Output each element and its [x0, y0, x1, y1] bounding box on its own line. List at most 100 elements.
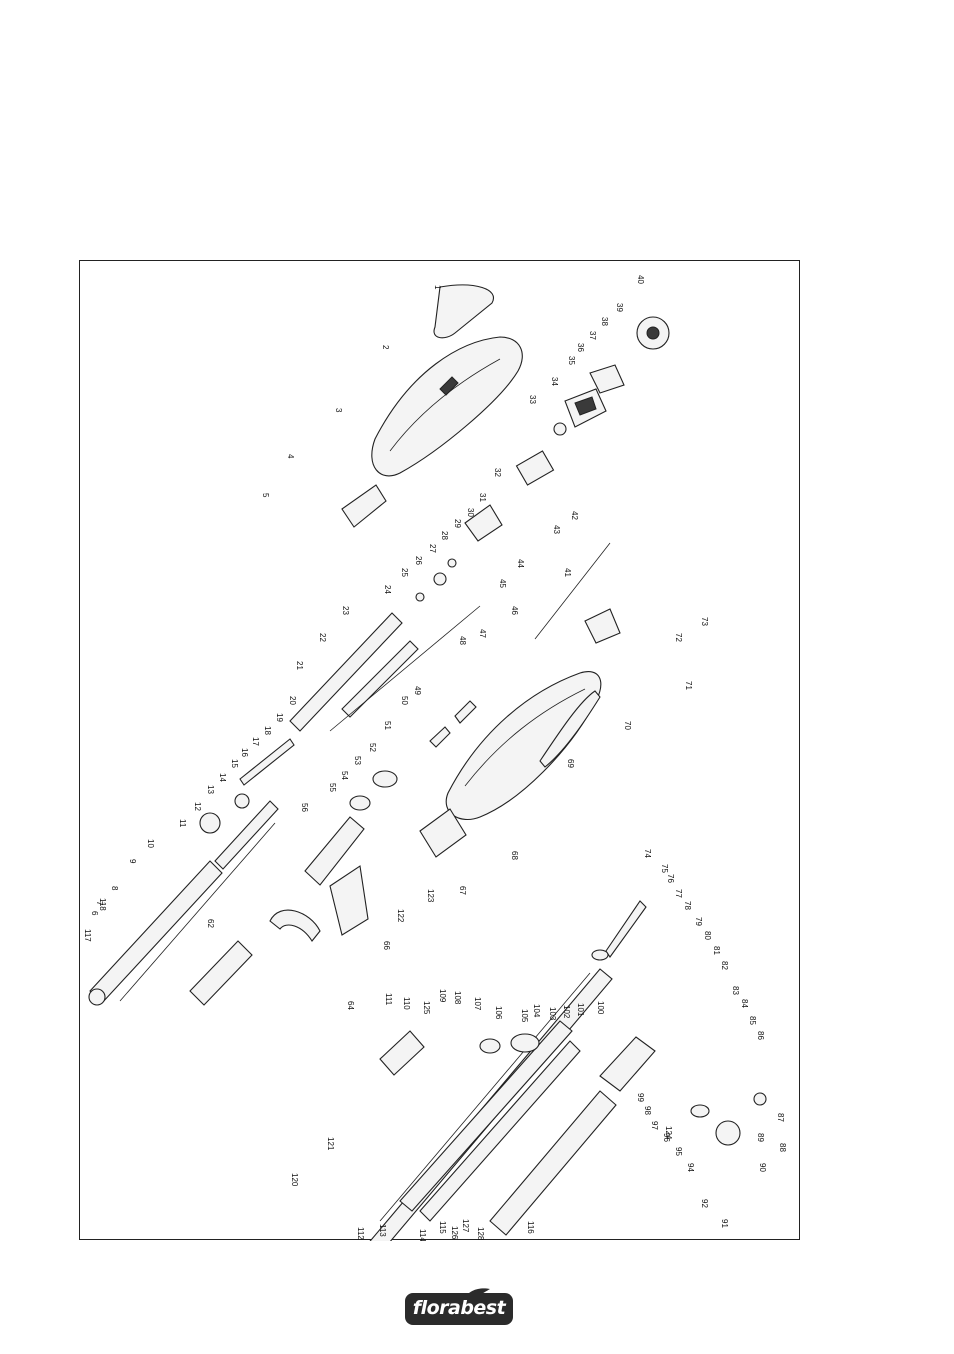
part-label-32: 32: [493, 468, 502, 477]
part-label-5: 5: [261, 493, 270, 498]
belt-clip-part: [329, 865, 369, 936]
part-label-82: 82: [720, 961, 729, 970]
part-label-106: 106: [494, 1006, 503, 1020]
part-label-38: 38: [600, 317, 609, 326]
part-label-85: 85: [748, 1016, 757, 1025]
gear-wheel-part: [636, 316, 670, 350]
part-label-101: 101: [576, 1003, 585, 1017]
part-label-43: 43: [552, 525, 561, 534]
part-label-14: 14: [218, 773, 227, 782]
part-label-81: 81: [712, 946, 721, 955]
part-label-33: 33: [528, 395, 537, 404]
part-label-49: 49: [413, 686, 422, 695]
part-label-6: 6: [90, 911, 99, 916]
part-label-31: 31: [478, 493, 487, 502]
part-label-79: 79: [694, 917, 703, 926]
foam-grip-part: [189, 940, 253, 1006]
part-label-28: 28: [440, 531, 449, 540]
motor-mount-part: [464, 504, 503, 542]
part-label-39: 39: [615, 303, 624, 312]
part-label-9: 9: [128, 859, 137, 864]
gear-cover-part: [564, 388, 607, 428]
part-label-114: 114: [418, 1229, 427, 1241]
part-label-23: 23: [341, 606, 350, 615]
part-label-36: 36: [576, 343, 585, 352]
handle-knob-part: [199, 738, 295, 834]
part-label-80: 80: [703, 931, 712, 940]
part-label-125: 125: [422, 1001, 431, 1015]
part-label-16: 16: [240, 748, 249, 757]
part-label-56: 56: [300, 803, 309, 812]
part-label-8: 8: [110, 886, 119, 891]
part-label-123: 123: [426, 889, 435, 903]
shaft-tube-part: [88, 612, 419, 1006]
part-label-94: 94: [686, 1163, 695, 1172]
part-label-25: 25: [400, 568, 409, 577]
part-label-118: 118: [98, 898, 107, 911]
part-label-128: 128: [476, 1227, 485, 1241]
part-label-105: 105: [520, 1009, 529, 1023]
cover-plate-part: [433, 284, 495, 339]
logo-badge: [405, 1293, 513, 1325]
part-label-104: 104: [532, 1004, 541, 1018]
part-label-117: 117: [83, 929, 92, 942]
part-label-24: 24: [383, 585, 392, 594]
part-label-48: 48: [458, 636, 467, 645]
part-label-121: 121: [326, 1137, 335, 1151]
part-label-44: 44: [516, 559, 525, 568]
part-label-91: 91: [720, 1219, 729, 1228]
part-label-37: 37: [588, 331, 597, 340]
part-label-109: 109: [438, 989, 447, 1003]
part-label-72: 72: [674, 633, 683, 642]
part-label-3: 3: [334, 408, 343, 413]
part-label-51: 51: [383, 721, 392, 730]
part-label-62: 62: [206, 919, 215, 928]
side-cover-part: [539, 690, 601, 768]
handle-grip-part: [304, 816, 365, 886]
part-label-73: 73: [700, 617, 709, 626]
part-label-120: 120: [290, 1173, 299, 1187]
part-label-35: 35: [567, 356, 576, 365]
part-label-102: 102: [562, 1005, 571, 1019]
part-label-115: 115: [438, 1221, 447, 1234]
part-label-88: 88: [778, 1143, 787, 1152]
part-label-34: 34: [550, 377, 559, 386]
part-label-19: 19: [275, 713, 284, 722]
part-label-86: 86: [756, 1031, 765, 1040]
blade-tip-part: [591, 900, 647, 961]
rod-part: [534, 542, 611, 640]
part-label-78: 78: [683, 901, 692, 910]
part-label-2: 2: [381, 345, 390, 350]
part-label-21: 21: [295, 661, 304, 670]
trigger-part: [341, 484, 387, 528]
part-label-17: 17: [251, 737, 260, 746]
part-label-107: 107: [473, 997, 482, 1011]
part-label-112: 112: [356, 1227, 365, 1240]
part-label-41: 41: [563, 568, 572, 577]
part-label-124: 124: [664, 1126, 673, 1140]
part-label-4: 4: [286, 454, 295, 459]
part-label-27: 27: [428, 544, 437, 553]
part-label-46: 46: [510, 606, 519, 615]
part-label-7: 7: [95, 901, 104, 906]
part-label-50: 50: [400, 696, 409, 705]
exploded-parts-diagram: 1234567891011121314151617181920212223242…: [83, 275, 787, 1241]
part-label-26: 26: [414, 556, 423, 565]
part-label-10: 10: [146, 839, 155, 848]
part-label-75: 75: [660, 864, 669, 873]
part-label-42: 42: [570, 511, 579, 520]
part-label-116: 116: [526, 1221, 535, 1234]
part-label-71: 71: [684, 681, 693, 690]
part-label-96: 96: [662, 1133, 671, 1142]
bow-handle-part: [269, 909, 321, 942]
part-label-87: 87: [776, 1113, 785, 1122]
drive-shaft-part: [119, 605, 481, 1002]
part-label-18: 18: [263, 726, 272, 735]
part-label-22: 22: [318, 633, 327, 642]
cutting-blade-part: [399, 1020, 581, 1222]
part-label-12: 12: [193, 802, 202, 811]
part-label-1: 1: [433, 285, 442, 290]
part-label-20: 20: [288, 696, 297, 705]
part-label-55: 55: [328, 783, 337, 792]
part-label-45: 45: [498, 579, 507, 588]
